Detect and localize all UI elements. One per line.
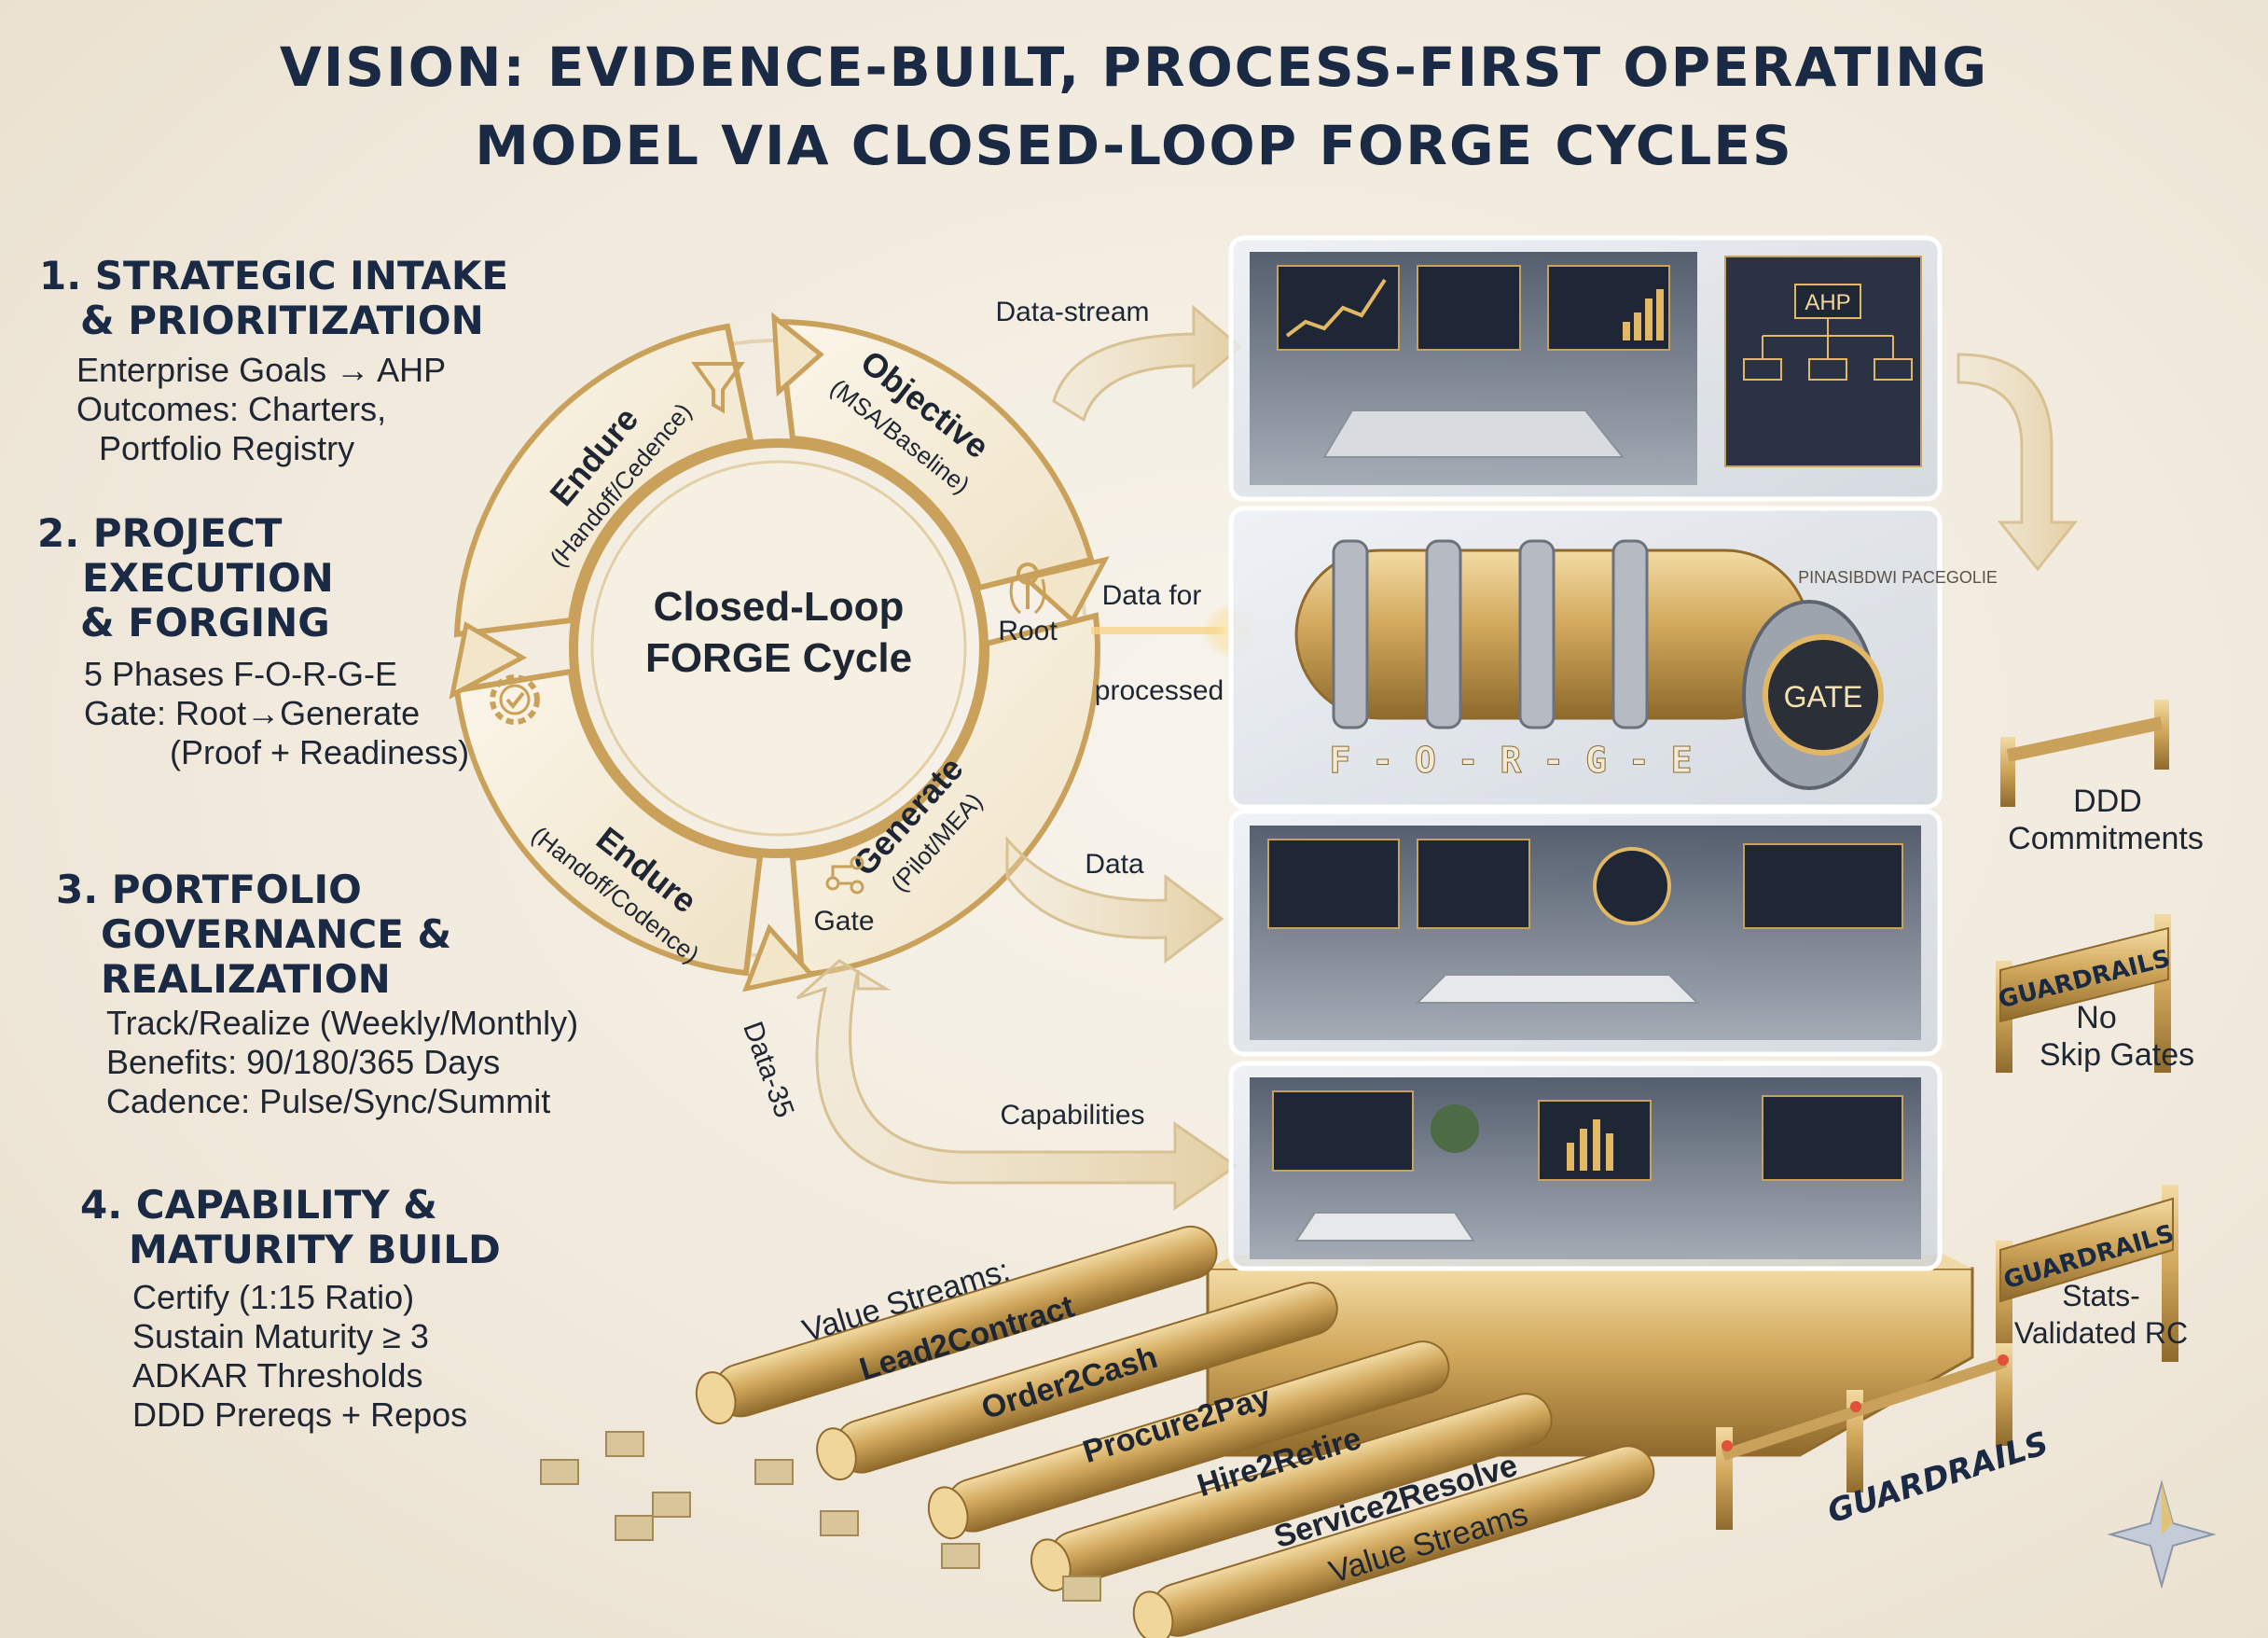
no-skip-label-2: Skip Gates <box>2040 1037 2194 1073</box>
tier-operations-room <box>1228 1061 1943 1271</box>
flow-arrow-capabilities <box>796 959 1238 1211</box>
title-line-2: MODEL VIA CLOSED-LOOP FORGE CYCLES <box>475 114 1793 177</box>
engine-caption: PINASIBDWI PACEGOLIE <box>1798 568 1998 587</box>
cycle-center-line-2: FORGE Cycle <box>645 635 912 681</box>
section-heading: 2. PROJECT EXECUTION & FORGING <box>37 510 334 645</box>
return-arrow <box>1957 353 2079 572</box>
section-portfolio-governance: 3. PORTFOLIO GOVERNANCE & REALIZATION Tr… <box>56 868 578 1121</box>
flow-label-capabilities: Capabilities <box>1000 1100 1144 1131</box>
ahp-label: AHP <box>1805 290 1850 315</box>
cycle-arrowhead <box>771 312 824 397</box>
flow-label-data-for: Data for <box>1102 580 1202 611</box>
section-project-execution: 2. PROJECT EXECUTION & FORGING 5 Phases … <box>37 511 469 772</box>
flow-label-data-35: Data-35 <box>737 1018 800 1122</box>
section-heading: 3. PORTFOLIO GOVERNANCE & REALIZATION <box>56 867 452 1002</box>
ddd-barrier <box>2000 700 2169 807</box>
tier-boardroom: AHP <box>1228 235 1943 502</box>
cycle-arrowhead <box>1020 556 1110 624</box>
section-body: Track/Realize (Weekly/Monthly) Benefits:… <box>106 1004 579 1120</box>
stats-label-1: Stats- <box>2062 1279 2140 1312</box>
bottom-guardrail-fence <box>1716 1343 2012 1530</box>
sparkle-logo-icon <box>2107 1479 2217 1589</box>
pin-icon <box>1009 562 1046 615</box>
plant-icon <box>1431 1104 1479 1153</box>
flow-arrow-data <box>1005 835 1224 964</box>
cycle-segment-objective <box>775 318 1095 591</box>
section-capability-maturity: 4. CAPABILITY & MATURITY BUILD Certify (… <box>80 1183 501 1435</box>
stats-label-2: Validated RC <box>2014 1316 2188 1350</box>
ddd-label-1: DDD <box>2073 784 2142 819</box>
no-skip-label-1: No <box>2076 1000 2116 1035</box>
forge-label: F - O - R - G - E <box>1330 740 1693 781</box>
guardrails-sign-lower <box>1996 1185 2178 1362</box>
forge-cycle-ring <box>449 312 1110 993</box>
value-stream-pipes <box>695 1225 1655 1638</box>
cycle-label-gate: Gate <box>813 906 874 937</box>
tier-forge-engine: GATE F - O - R - G - E PINASIBDWI PACEGO… <box>1228 506 1998 810</box>
section-body: Certify (1:15 Ratio) Sustain Maturity ≥ … <box>132 1278 468 1434</box>
funnel-icon <box>691 362 745 414</box>
cycle-arrowhead <box>742 923 816 993</box>
cycle-label-root: Root <box>998 616 1058 646</box>
clock-icon <box>1593 847 1671 925</box>
cycle-center-line-1: Closed-Loop <box>654 584 905 630</box>
chart-bars <box>1623 289 1664 340</box>
guardrails-sign-middle <box>1996 914 2171 1073</box>
section-body: 5 Phases F-O-R-G-E Gate: Root→Generate (… <box>84 655 470 771</box>
gear-check-icon <box>490 674 540 725</box>
section-body: Enterprise Goals → AHP Outcomes: Charter… <box>76 351 447 467</box>
ddd-label-2: Commitments <box>2008 821 2204 856</box>
title-line-1: VISION: EVIDENCE-BUILT, PROCESS-FIRST OP… <box>279 35 1989 99</box>
section-strategic-intake: 1. STRATEGIC INTAKE & PRIORITIZATION Ent… <box>39 254 508 468</box>
tier-control-room <box>1228 809 1943 1057</box>
page-title: VISION: EVIDENCE-BUILT, PROCESS-FIRST OP… <box>0 28 2268 185</box>
flow-label-data: Data <box>1085 849 1144 880</box>
flow-label-data-stream: Data-stream <box>995 297 1149 327</box>
flow-label-processed: processed <box>1095 675 1224 706</box>
cycle-arrowhead <box>449 621 528 700</box>
section-heading: 4. CAPABILITY & MATURITY BUILD <box>80 1182 501 1272</box>
section-heading: 1. STRATEGIC INTAKE & PRIORITIZATION <box>39 253 509 343</box>
gate-label: GATE <box>1784 680 1863 714</box>
data-blocks <box>540 1431 1101 1602</box>
branch-icon <box>825 855 864 895</box>
